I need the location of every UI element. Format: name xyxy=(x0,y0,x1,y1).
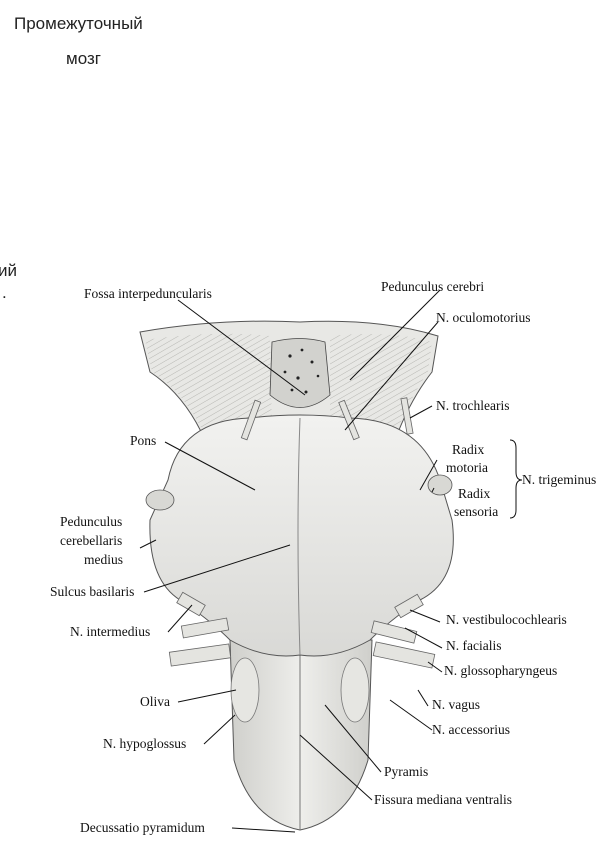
label-oliva: Oliva xyxy=(140,694,170,709)
label-n-vagus: N. vagus xyxy=(432,697,480,712)
label-fossa-interpeduncularis: Fossa interpeduncularis xyxy=(84,286,212,301)
label-n-facialis: N. facialis xyxy=(446,638,501,653)
label-pedunculus-1: Pedunculus xyxy=(60,514,122,529)
label-n-trochlearis: N. trochlearis xyxy=(436,398,509,413)
label-n-intermedius: N. intermedius xyxy=(70,624,150,639)
label-pedunculus-cerebri: Pedunculus cerebri xyxy=(381,279,484,294)
label-decussatio-pyramidum: Decussatio pyramidum xyxy=(80,820,205,835)
label-n-vestibulocochlearis: N. vestibulocochlearis xyxy=(446,612,567,627)
label-pons: Pons xyxy=(130,433,156,448)
label-n-hypoglossus: N. hypoglossus xyxy=(103,736,186,751)
label-radix-motoria-1: Radix xyxy=(452,442,484,457)
label-n-oculomotorius: N. oculomotorius xyxy=(436,310,531,325)
label-radix-sensoria-1: Radix xyxy=(458,486,490,501)
pons xyxy=(146,415,453,656)
label-radix-motoria-2: motoria xyxy=(446,460,488,475)
label-n-accessorius: N. accessorius xyxy=(432,722,510,737)
label-pyramis: Pyramis xyxy=(384,764,428,779)
label-pedunculus-2: cerebellaris xyxy=(60,533,122,548)
label-n-trigeminus: N. trigeminus xyxy=(522,472,596,487)
label-pedunculus-3: medius xyxy=(84,552,123,567)
label-sulcus-basilaris: Sulcus basilaris xyxy=(50,584,134,599)
label-n-glossopharyngeus: N. glossopharyngeus xyxy=(444,663,557,678)
label-radix-sensoria-2: sensoria xyxy=(454,504,498,519)
label-fissura-mediana-ventralis: Fissura mediana ventralis xyxy=(374,792,512,807)
